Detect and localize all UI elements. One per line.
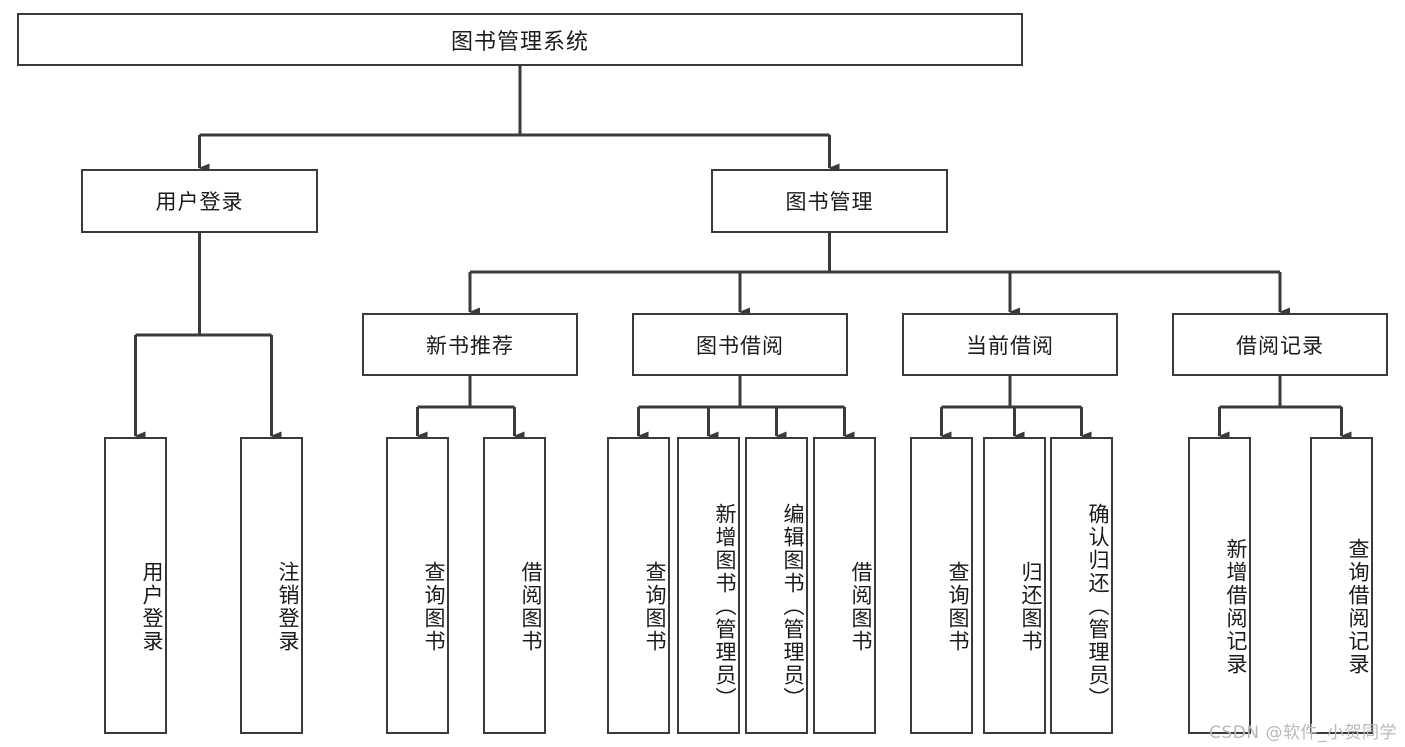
node-leaf-add-record[interactable]: 新增借阅记录 xyxy=(1188,437,1251,734)
node-book-manage[interactable]: 图书管理 xyxy=(711,169,948,233)
node-new-book-recommend[interactable]: 新书推荐 xyxy=(362,313,578,376)
node-leaf-edit-book[interactable]: 编辑图书（管理员） xyxy=(745,437,808,734)
node-leaf-borrow-book-2[interactable]: 借阅图书 xyxy=(813,437,876,734)
node-label: 新增图书（管理员） xyxy=(713,503,737,710)
node-label: 借阅图书 xyxy=(519,560,543,653)
node-root[interactable]: 图书管理系统 xyxy=(17,13,1023,66)
node-label: 借阅图书 xyxy=(849,560,873,653)
node-label: 新书推荐 xyxy=(426,333,514,358)
node-label: 用户登录 xyxy=(140,560,164,653)
node-label: 当前借阅 xyxy=(966,333,1054,358)
node-label: 查询图书 xyxy=(643,560,667,653)
node-label: 注销登录 xyxy=(276,560,300,653)
node-leaf-query-book-1[interactable]: 查询图书 xyxy=(386,437,449,734)
node-label: 图书借阅 xyxy=(696,333,784,358)
node-label: 借阅记录 xyxy=(1236,333,1324,358)
node-leaf-query-book-2[interactable]: 查询图书 xyxy=(607,437,670,734)
node-leaf-query-record[interactable]: 查询借阅记录 xyxy=(1310,437,1373,734)
node-leaf-logout-login[interactable]: 注销登录 xyxy=(240,437,303,734)
node-user-login[interactable]: 用户登录 xyxy=(81,169,318,233)
node-leaf-return-book[interactable]: 归还图书 xyxy=(983,437,1046,734)
node-leaf-borrow-book-1[interactable]: 借阅图书 xyxy=(483,437,546,734)
node-current-borrow[interactable]: 当前借阅 xyxy=(902,313,1118,376)
node-label: 确认归还（管理员） xyxy=(1086,503,1110,710)
node-label: 新增借阅记录 xyxy=(1224,537,1248,676)
node-label: 查询图书 xyxy=(946,560,970,653)
node-borrow-record[interactable]: 借阅记录 xyxy=(1172,313,1388,376)
node-label: 查询借阅记录 xyxy=(1346,537,1370,676)
node-leaf-query-book-3[interactable]: 查询图书 xyxy=(910,437,973,734)
node-label: 查询图书 xyxy=(422,560,446,653)
node-label: 编辑图书（管理员） xyxy=(781,503,805,710)
node-label: 图书管理系统 xyxy=(450,29,589,55)
node-label: 用户登录 xyxy=(155,190,244,214)
node-label: 归还图书 xyxy=(1019,560,1043,653)
node-book-borrow[interactable]: 图书借阅 xyxy=(632,313,848,376)
node-leaf-add-book[interactable]: 新增图书（管理员） xyxy=(677,437,740,734)
node-leaf-confirm-return[interactable]: 确认归还（管理员） xyxy=(1050,437,1113,734)
node-label: 图书管理 xyxy=(785,190,874,214)
node-leaf-user-login[interactable]: 用户登录 xyxy=(104,437,167,734)
